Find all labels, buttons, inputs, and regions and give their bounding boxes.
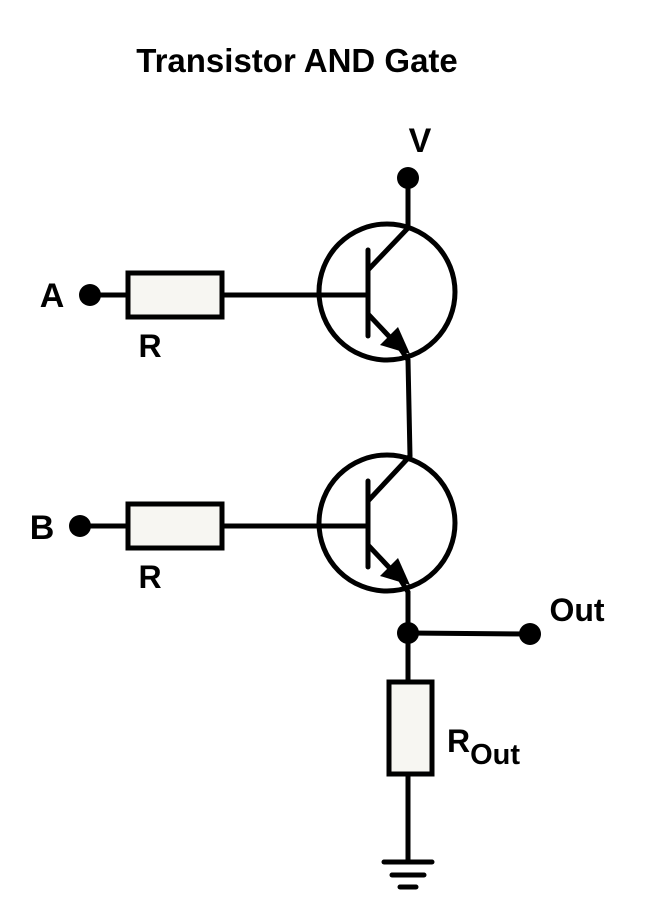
resistor-a-label: R xyxy=(138,328,161,364)
supply-label: V xyxy=(409,122,432,160)
output-resistor-label: ROut xyxy=(447,723,520,771)
output-wire xyxy=(405,630,533,637)
transistor-a-body xyxy=(316,221,458,363)
transistor-a xyxy=(316,221,458,363)
transistor-b-emitter-arrow xyxy=(380,558,410,585)
resistor-b-label: R xyxy=(138,559,161,595)
diagram-title: Transistor AND Gate xyxy=(136,42,458,79)
input-a-label: A xyxy=(40,277,65,315)
input-b-label: B xyxy=(30,509,55,547)
resistor-b xyxy=(125,501,225,551)
output-terminal xyxy=(519,623,541,645)
output-resistor-label-sub: Out xyxy=(470,739,520,771)
transistor-a-collector xyxy=(365,225,411,273)
output-resistor xyxy=(386,679,435,777)
transistor-b-body xyxy=(316,452,458,594)
series-wire xyxy=(405,357,413,459)
ground-symbol xyxy=(381,859,435,890)
transistor-b-collector xyxy=(365,453,413,504)
output-resistor-label-main: R xyxy=(447,723,470,759)
output-label: Out xyxy=(549,592,604,628)
transistor-a-emitter-arrow xyxy=(380,327,410,354)
resistor-a xyxy=(125,270,225,320)
